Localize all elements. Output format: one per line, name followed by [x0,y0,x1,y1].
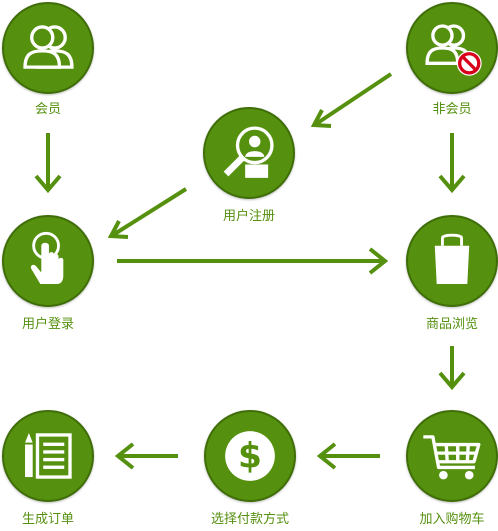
login-node [2,215,94,307]
arrow-cart-to-payment [316,442,380,470]
order-label: 生成订单 [21,512,74,527]
arrow-browse-to-cart [438,346,466,391]
cart-icon [423,435,481,480]
arrow-login-to-browse [117,247,389,275]
cart-label: 加入购物车 [419,512,485,527]
payment-label: 选择付款方式 [210,512,289,527]
arrow-nonmember-to-browse [438,133,466,194]
arrow-nonmember-to-register [310,72,393,128]
order-document-icon [25,433,72,479]
member-label: 会员 [34,102,61,117]
arrow-member-to-login [34,133,62,194]
login-label: 用户登录 [21,317,74,332]
payment-node: $ [204,410,296,502]
forbidden-icon [456,50,482,76]
non-member-node [406,2,498,94]
browse-label: 商品浏览 [425,317,478,332]
user-forbidden-icon [425,24,482,76]
arrow-register-to-login [107,187,188,239]
arrow-payment-to-order [114,442,178,470]
magnifier-user-icon [223,126,274,178]
user-icon [23,25,74,69]
svg-text:$: $ [238,436,262,476]
hand-tap-icon [30,231,64,284]
shopping-bag-icon [434,233,470,284]
dollar-icon: $ [225,431,275,481]
register-node [203,107,295,199]
browse-node [406,215,498,307]
member-node [2,2,94,94]
cart-node [406,410,498,502]
register-label: 用户注册 [222,209,275,224]
order-node [2,410,94,502]
non-member-label: 非会员 [432,102,472,117]
